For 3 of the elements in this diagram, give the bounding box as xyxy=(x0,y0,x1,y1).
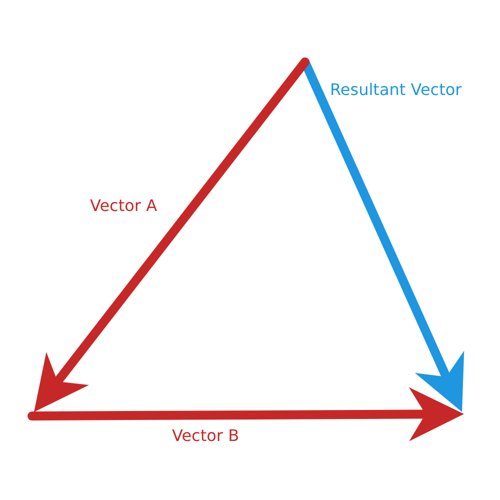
vector-label: Vector B xyxy=(172,426,240,445)
vector-label: Resultant Vector xyxy=(330,80,462,99)
vector-label: Vector A xyxy=(90,196,158,215)
